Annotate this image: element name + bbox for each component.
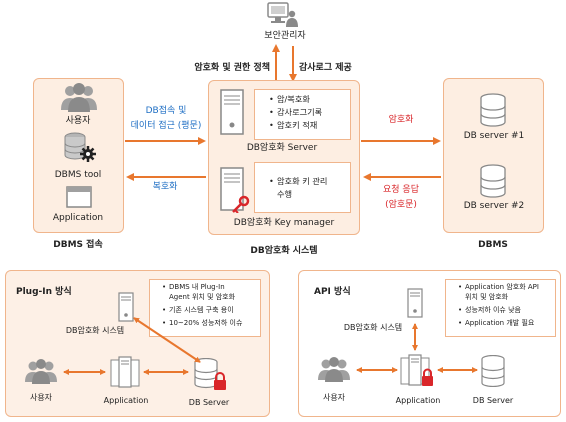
plugin-application-label: Application <box>103 396 149 405</box>
api-application-label: Application <box>395 396 441 405</box>
db-encryption-system-title: DB암호화 시스템 <box>250 246 318 256</box>
dbms-title: DBMS <box>478 240 508 250</box>
db-server-1-label: DB server #1 <box>463 131 525 141</box>
api-note: 위치 및 암호화 <box>465 293 509 301</box>
dbms-tool-icon <box>64 132 96 162</box>
audit-log-label: 감사로그 제공 <box>299 63 352 73</box>
plugin-note: Agent 위치 및 암호화 <box>169 293 236 301</box>
server-features-box: 암/복호화 감사로그기록 암호키 적재 <box>254 89 351 140</box>
plugin-system-server-icon <box>118 292 134 322</box>
request-response-label: 요청 응답 (암호문) <box>383 185 419 210</box>
database-icon <box>480 93 506 127</box>
api-user-label: 사용자 <box>322 393 346 402</box>
api-note: 성능저하 이슈 낮음 <box>458 305 555 315</box>
application-window-icon <box>66 186 92 208</box>
plugin-application-servers-icon <box>110 356 140 388</box>
encryption-server-label: DB암호화 Server <box>246 143 318 153</box>
api-note: Application 개발 필요 <box>458 318 555 328</box>
api-db-server-label: DB Server <box>472 396 514 405</box>
api-db-icon <box>481 355 505 387</box>
api-note: Application 암호화 API <box>458 282 555 292</box>
admin-icon <box>266 2 298 28</box>
api-user-icon <box>317 356 351 382</box>
api-system-server-icon <box>407 288 423 318</box>
plugin-note: 기존 시스템 구축 용이 <box>162 305 260 315</box>
server-tower-icon <box>220 89 244 135</box>
database-icon <box>480 164 506 198</box>
api-system-label: DB암호화 시스템 <box>343 323 403 332</box>
plugin-title: Plug-In 방식 <box>16 287 72 297</box>
user-group-icon <box>59 82 99 112</box>
decrypt-arrow-label: 복호화 <box>152 182 178 192</box>
server-feature: 감사로그기록 <box>269 106 350 119</box>
access-application-label: Application <box>52 213 104 223</box>
policy-label: 암호화 및 권한 정책 <box>194 63 270 73</box>
key-manager-features-box: 암호화 키 관리 수행 <box>254 162 351 213</box>
plugin-system-label: DB암호화 시스템 <box>65 326 125 335</box>
api-notes-box: Application 암호화 API 위치 및 암호화 성능저하 이슈 낮음 … <box>445 279 556 337</box>
db-server-2-label: DB server #2 <box>463 201 525 211</box>
plugin-db-server-label: DB Server <box>188 398 230 407</box>
dbms-tool-label: DBMS tool <box>54 170 102 180</box>
server-feature: 암/복호화 <box>269 93 350 106</box>
encrypt-arrow-label: 암호화 <box>388 115 414 125</box>
plugin-user-icon <box>24 358 58 384</box>
key-manager-feature: 암호화 키 관리 <box>269 175 350 188</box>
plugin-note: DBMS 내 Plug-In <box>162 282 260 292</box>
plugin-user-label: 사용자 <box>29 393 53 402</box>
access-user-label: 사용자 <box>65 116 91 126</box>
api-title: API 방식 <box>314 287 351 297</box>
api-application-lock-icon <box>400 354 436 388</box>
dbms-access-title: DBMS 접속 <box>53 240 103 250</box>
server-feature: 암호키 적재 <box>269 119 350 132</box>
admin-label: 보안관리자 <box>264 31 306 41</box>
access-arrow-label: DB접속 및 데이터 접근 (평문) <box>130 106 202 131</box>
key-manager-label: DB암호화 Key manager <box>233 218 335 228</box>
key-manager-server-icon <box>220 167 256 213</box>
key-manager-feature: 수행 <box>277 189 293 199</box>
plugin-db-lock-icon <box>193 358 229 392</box>
